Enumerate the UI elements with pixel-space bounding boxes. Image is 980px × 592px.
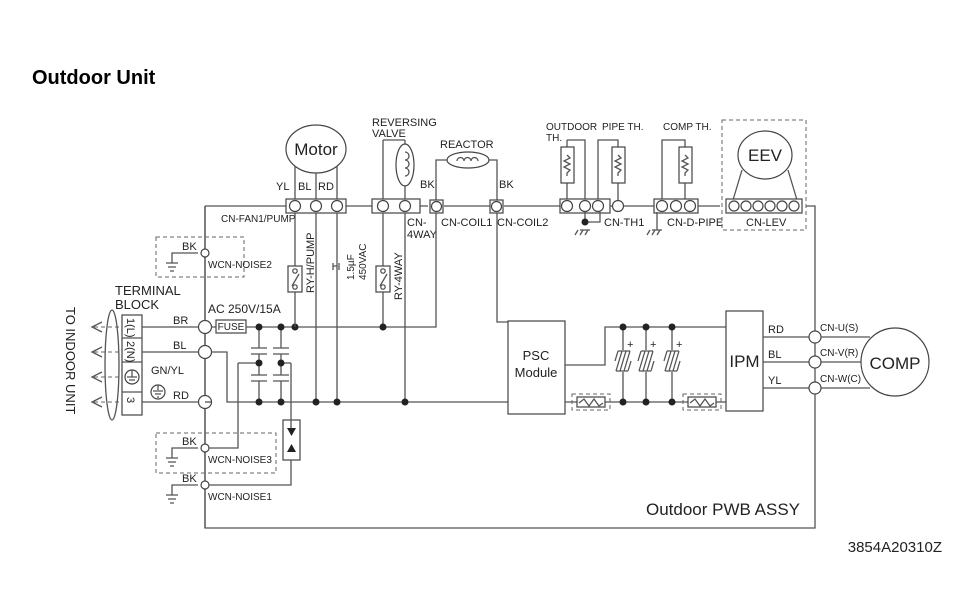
- wcn-noise3-label: WCN-NOISE3: [208, 455, 272, 466]
- wcn-noise2-label: WCN-NOISE2: [208, 260, 272, 271]
- cn-4way-label-1: CN-: [407, 217, 427, 229]
- motor-drops: [315, 213, 338, 402]
- ground-icon: [150, 384, 166, 400]
- pipe-th-label: PIPE TH.: [602, 122, 644, 133]
- thermistors: OUTDOOR TH. PIPE TH. COMP TH. CN-TH1 CN-…: [546, 122, 723, 236]
- cn-fan-connector: CN-FAN1/PUMP: [221, 198, 347, 225]
- fuse-label: FUSE: [218, 322, 245, 333]
- cn-w-label: CN-W(C): [820, 374, 861, 385]
- cn-u-label: CN-U(S): [820, 323, 858, 334]
- ground-icon: [646, 212, 662, 236]
- motor-leads: [294, 166, 338, 200]
- reactor: REACTOR BK BK CN-COIL1 CN-COIL2: [420, 139, 548, 229]
- capacitor-value: 1.5µF: [346, 254, 357, 280]
- cap-plus-3: +: [676, 339, 682, 351]
- compressor: COMP: [860, 327, 930, 397]
- wcn-noise1-label: WCN-NOISE1: [208, 492, 272, 503]
- reversing-valve-label-1: REVERSING: [372, 117, 437, 129]
- wcn-noise2: BK WCN-NOISE2: [155, 236, 272, 278]
- reactor-wire-bk-1: BK: [420, 179, 435, 191]
- shunt-resistor-1: [571, 393, 611, 411]
- dc-bus-positive: [565, 326, 726, 366]
- cn-fan-label: CN-FAN1/PUMP: [221, 214, 296, 225]
- ry-4way-relay: RY-4WAY: [375, 213, 405, 331]
- psc-label-1: PSC: [523, 348, 550, 363]
- terminal-block: TERMINAL BLOCK 1(L) 2(N) 3 TO INDOOR UNI…: [63, 283, 213, 421]
- cap-plus-1: +: [627, 339, 633, 351]
- comp-label: COMP: [870, 354, 921, 373]
- ry-h-pump-label: RY-H/PUMP: [305, 232, 317, 293]
- terminal-1: 1(L): [124, 318, 136, 338]
- cn-lev-label: CN-LEV: [746, 217, 787, 229]
- eev-symbol: [737, 130, 793, 180]
- ry-h-pump-relay: RY-H/PUMP: [287, 213, 317, 327]
- line-n: [211, 351, 508, 403]
- surge-absorber: [282, 363, 301, 461]
- terminal-block-label-2: BLOCK: [115, 297, 159, 312]
- comp-th-label: COMP TH.: [663, 122, 712, 133]
- page-title: Outdoor Unit: [32, 67, 156, 89]
- to-indoor-arrows: [90, 309, 122, 421]
- valve-coil-symbol: [395, 143, 415, 187]
- reactor-label: REACTOR: [440, 139, 494, 151]
- wire-bl: BL: [298, 181, 311, 193]
- reactor-symbol: [446, 151, 490, 169]
- cn-th1-label: CN-TH1: [604, 217, 644, 229]
- ground-icon: [574, 229, 590, 236]
- noise1-bk: BK: [182, 473, 197, 485]
- noise3-bk: BK: [182, 436, 197, 448]
- compressor-wiring: RD BL YL CN-U(S) CN-V(R) CN-W(C): [763, 323, 870, 395]
- outdoor-th-label-2: TH.: [546, 133, 562, 144]
- comp-wire-rd: RD: [768, 324, 784, 336]
- terminal-earth: [124, 369, 140, 385]
- wire-yl: YL: [276, 181, 289, 193]
- fuse-rating: AC 250V/15A: [208, 302, 281, 316]
- reversing-valve: REVERSING VALVE CN- 4WAY: [371, 117, 438, 241]
- ipm-label: IPM: [729, 352, 759, 371]
- cn-coil2-label: CN-COIL2: [497, 217, 548, 229]
- cn-4way-label-2: 4WAY: [407, 229, 438, 241]
- psc-label-2: Module: [515, 365, 558, 380]
- cn-coil1-label: CN-COIL1: [441, 217, 492, 229]
- capacitor-voltage: 450VAC: [358, 243, 369, 280]
- line-filter-capacitors: [238, 323, 299, 406]
- wire-bl-term: BL: [173, 340, 186, 352]
- wire-rd: RD: [318, 181, 334, 193]
- board-label: Outdoor PWB ASSY: [646, 500, 800, 519]
- drawing-number: 3854A20310Z: [848, 539, 942, 556]
- terminal-2: 2(N): [124, 341, 136, 362]
- terminal-3: 3: [124, 397, 136, 403]
- fuse: AC 250V/15A FUSE: [208, 302, 281, 334]
- board-outline: [204, 205, 816, 529]
- comp-wire-bl: BL: [768, 349, 781, 361]
- ipm: IPM: [725, 310, 764, 412]
- wire-br: BR: [173, 315, 188, 327]
- noise2-bk: BK: [182, 241, 197, 253]
- motor-label: Motor: [294, 140, 338, 159]
- dc-link-capacitors: + + +: [614, 323, 682, 406]
- reversing-valve-label-2: VALVE: [372, 128, 406, 140]
- comp-wire-yl: YL: [768, 375, 781, 387]
- reactor-wire-bk-2: BK: [499, 179, 514, 191]
- cn-v-label: CN-V(R): [820, 348, 858, 359]
- eev-label: EEV: [748, 146, 783, 165]
- motor: Motor YL BL RD: [276, 124, 347, 200]
- psc-module: PSC Module: [496, 213, 566, 415]
- wire-rd-term: RD: [173, 390, 189, 402]
- wcn-noise3: BK WCN-NOISE3: [155, 363, 277, 474]
- fan-capacitor: 1.5µF 450VAC: [332, 243, 369, 280]
- terminal-block-label-1: TERMINAL: [115, 283, 181, 298]
- ry-4way-label: RY-4WAY: [393, 252, 405, 300]
- outdoor-th-label-1: OUTDOOR: [546, 122, 597, 133]
- shunt-resistor-2: [682, 393, 722, 411]
- to-indoor-unit-label: TO INDOOR UNIT: [63, 307, 78, 414]
- cn-d-pipe-label: CN-D-PIPE: [667, 217, 723, 229]
- line-l: [211, 213, 437, 328]
- wire-gnyl: GN/YL: [151, 365, 184, 377]
- cap-plus-2: +: [650, 339, 656, 351]
- eev: EEV CN-LEV: [721, 119, 807, 231]
